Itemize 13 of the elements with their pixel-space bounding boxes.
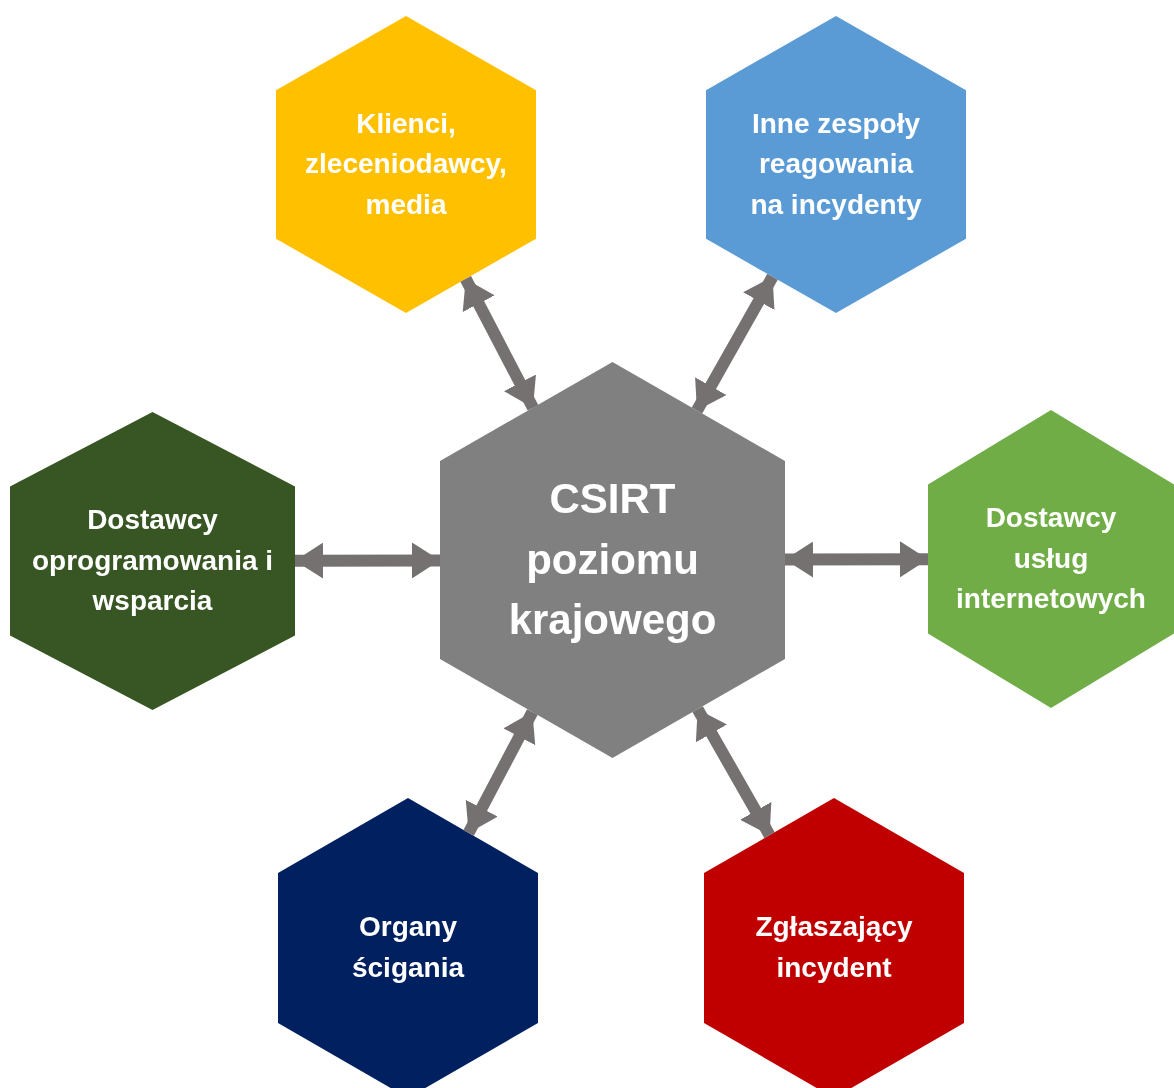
node-label: Organy ścigania: [350, 910, 466, 985]
node-label: Klienci, zleceniodawcy, media: [304, 106, 508, 222]
node-label: Dostawcy usług internetowych: [955, 501, 1147, 617]
node-label: CSIRT poziomu krajowego: [507, 473, 718, 646]
node-label: Inne zespoły reagowania na incydenty: [749, 106, 923, 222]
double-arrow: [460, 276, 539, 411]
double-arrow: [294, 542, 440, 579]
double-arrow: [691, 273, 778, 414]
node-label: Dostawcy oprogramowania i wsparcia: [30, 503, 275, 619]
double-arrow: [463, 709, 538, 836]
double-arrow: [692, 706, 775, 839]
double-arrow: [784, 541, 929, 578]
node-label: Zgłaszający incydent: [754, 910, 914, 985]
